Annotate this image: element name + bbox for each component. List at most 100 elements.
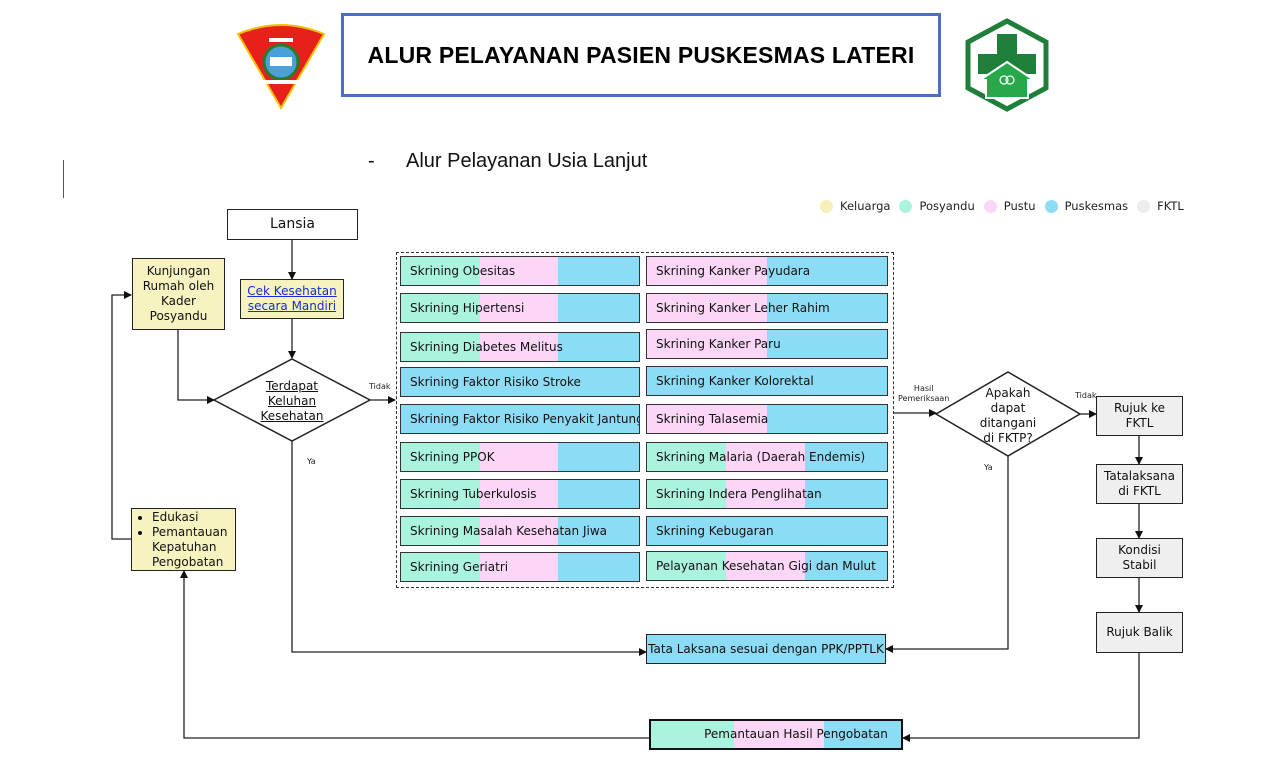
screening-label: Skrining Kanker Payudara	[656, 264, 811, 278]
level-band-puskesmas	[805, 443, 887, 471]
level-band-pustu	[479, 443, 559, 471]
node-kunjungan-rumah: Kunjungan Rumah oleh Kader Posyandu	[132, 258, 225, 330]
legend-dot-icon	[820, 199, 833, 213]
screening-item: Pelayanan Kesehatan Gigi dan Mulut	[646, 551, 888, 581]
service-level-bands	[647, 517, 887, 545]
node-edukasi: Edukasi Pemantauan Kepatuhan Pengobatan	[131, 508, 236, 571]
legend-dot-icon	[983, 199, 997, 213]
service-level-bands	[647, 367, 887, 395]
screening-item: Skrining Masalah Kesehatan Jiwa	[400, 516, 640, 546]
level-band-puskesmas	[767, 330, 887, 358]
screening-label: Skrining Tuberkulosis	[410, 487, 537, 501]
screening-label: Pelayanan Kesehatan Gigi dan Mulut	[656, 559, 876, 573]
service-level-bands	[401, 443, 639, 471]
screening-label: Skrining Diabetes Melitus	[410, 340, 563, 354]
level-band-puskesmas	[767, 257, 887, 285]
screening-item: Skrining Kanker Paru	[646, 329, 888, 359]
screening-item: Skrining Faktor Risiko Stroke	[400, 367, 640, 397]
text-cursor	[63, 160, 64, 198]
screening-item: Skrining Kanker Kolorektal	[646, 366, 888, 396]
node-lansia: Lansia	[227, 209, 358, 240]
screening-item: Skrining Geriatri	[400, 552, 640, 582]
level-band-puskesmas	[401, 368, 639, 396]
screening-label: Skrining Indera Penglihatan	[656, 487, 822, 501]
decision2-label: Apakah dapat ditangani di FKTP?	[979, 386, 1037, 445]
page-title: ALUR PELAYANAN PASIEN PUSKESMAS LATERI	[367, 41, 915, 68]
decision-diamond-2	[934, 371, 1082, 457]
legend-item-keluarga: Keluarga	[820, 199, 890, 213]
level-band-puskesmas	[805, 552, 887, 580]
level-band-posyandu	[401, 443, 480, 471]
level-band-posyandu	[401, 257, 480, 285]
screening-label: Skrining Masalah Kesehatan Jiwa	[410, 524, 607, 538]
node-tata-laksana: Tata Laksana sesuai dengan PPK/PPTLK	[646, 634, 886, 664]
screening-label: Skrining Kanker Leher Rahim	[656, 301, 830, 315]
level-band-pustu	[479, 553, 559, 581]
node-rujuk-balik: Rujuk Balik	[1096, 612, 1183, 653]
screening-label: Skrining Faktor Risiko Penyakit Jantung	[410, 412, 640, 426]
legend-item-fktl: FKTL	[1137, 199, 1184, 213]
level-band-puskesmas	[647, 517, 887, 545]
cek-kesehatan-link[interactable]: Cek Kesehatan secara Mandiri	[247, 284, 337, 313]
legend-dot-icon	[1044, 199, 1058, 213]
arrow-monitoring-to-education	[180, 570, 649, 739]
service-level-bands	[401, 517, 639, 545]
service-level-bands	[647, 405, 887, 433]
service-level-bands	[647, 257, 887, 285]
level-band-posyandu	[401, 333, 480, 361]
level-band-pustu	[479, 294, 559, 322]
legend-dot-icon	[899, 199, 913, 213]
section-subtitle: -Alur Pelayanan Usia Lanjut	[368, 150, 647, 173]
level-band-puskesmas	[558, 517, 639, 545]
pemantauan-bg	[651, 721, 901, 748]
level-band-posyandu	[401, 553, 480, 581]
legend-item-pustu: Pustu	[983, 199, 1036, 213]
level-band-puskesmas	[767, 405, 887, 433]
level-band-puskesmas	[558, 553, 639, 581]
arrow-education-to-visit	[111, 291, 132, 540]
puskesmas-logo	[964, 18, 1050, 112]
level-band-puskesmas	[401, 405, 639, 433]
screening-item: Skrining Malaria (Daerah Endemis)	[646, 442, 888, 472]
level-band-pustu	[479, 517, 559, 545]
level-band-posyandu	[647, 443, 727, 471]
decision2-yes-label: Ya	[984, 463, 993, 472]
level-band-pustu	[479, 333, 559, 361]
legend-item-posyandu: Posyandu	[899, 199, 975, 213]
service-level-bands	[401, 294, 639, 322]
screening-label: Skrining Hipertensi	[410, 301, 525, 315]
level-band-pustu	[647, 330, 767, 358]
screening-item: Skrining Kanker Payudara	[646, 256, 888, 286]
level-band-puskesmas	[805, 480, 887, 508]
service-level-bands	[647, 552, 887, 580]
decision1-no-label: Tidak	[369, 382, 391, 391]
screening-label: Skrining PPOK	[410, 450, 495, 464]
level-band-pustu	[647, 257, 767, 285]
node-tatalaksana-fktl: Tatalaksana di FKTL	[1096, 464, 1183, 504]
screening-item: Skrining Talasemia	[646, 404, 888, 434]
level-band-pustu	[726, 443, 806, 471]
service-level-bands	[401, 480, 639, 508]
node-cek-kesehatan[interactable]: Cek Kesehatan secara Mandiri	[240, 279, 344, 319]
screening-container	[396, 252, 894, 588]
level-band-pustu	[479, 480, 559, 508]
screening-item: Skrining Faktor Risiko Penyakit Jantung	[400, 404, 640, 434]
level-band-puskesmas	[558, 257, 639, 285]
education-list: Edukasi Pemantauan Kepatuhan Pengobatan	[132, 510, 235, 570]
screening-label: Skrining Faktor Risiko Stroke	[410, 375, 581, 389]
service-level-bands	[401, 405, 639, 433]
level-band-pustu	[479, 257, 559, 285]
screening-item: Skrining Hipertensi	[400, 293, 640, 323]
service-level-bands	[401, 333, 639, 361]
level-band-posyandu	[401, 517, 480, 545]
level-band-puskesmas	[767, 294, 887, 322]
level-band-posyandu	[647, 552, 727, 580]
level-band-pustu	[726, 552, 806, 580]
node-pemantauan: Pemantauan Hasil Pengobatan	[649, 719, 903, 750]
screening-label: Skrining Kebugaran	[656, 524, 774, 538]
screening-label: Skrining Malaria (Daerah Endemis)	[656, 450, 866, 464]
decision2-no-label: Tidak	[1075, 391, 1097, 400]
level-band-puskesmas	[558, 294, 639, 322]
level-band-puskesmas	[558, 443, 639, 471]
